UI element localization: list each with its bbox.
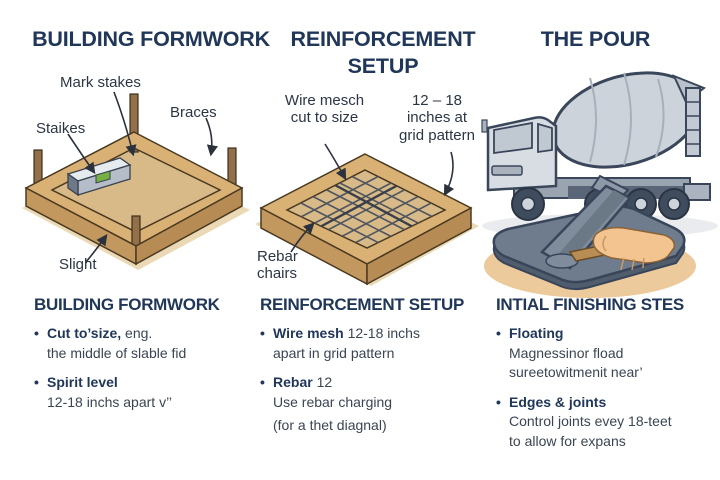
hand [592, 226, 676, 271]
bullet-dot: • [34, 374, 39, 391]
bullet-item: • Floating Magnessinor fload sureetowitm… [496, 324, 718, 383]
label-wire-mesh: Wire mesch cut to size [284, 92, 365, 127]
wall-right [135, 186, 243, 266]
arrow-grid-spacing [443, 151, 455, 197]
column-heading: REINFORCEMENT SETUP [260, 295, 464, 314]
arrow-mark-stakes [113, 91, 137, 157]
pour-panel [478, 58, 720, 308]
label-rebar-chairs: Rebar chairs [257, 248, 298, 283]
bullet-dot: • [260, 374, 265, 391]
bullet-item: • Wire mesh 12-18 inchs apart in grid pa… [260, 324, 488, 363]
wall-right [366, 206, 472, 286]
bullet-dot: • [496, 325, 501, 341]
spirit-level [66, 157, 132, 197]
panel2-title: REINFORCEMENT SETUP [290, 27, 476, 79]
reinforcement-illustration [255, 143, 479, 286]
bullet-text: Rebar 12 Use rebar charging (for a thet … [273, 374, 393, 434]
wire-mesh-grid [296, 174, 436, 246]
column-initial-finishing: INTIAL FINISHING STES • Floating Magness… [496, 295, 718, 462]
arrow-wire-mesh [324, 143, 347, 181]
pour-chute [539, 174, 632, 270]
formwork-panel: Mark stakes Braces Staikes Slight [12, 68, 252, 294]
bullet-text: Spirit level 12-18 inchs apart v’’ [47, 374, 173, 410]
column-building-formwork: BUILDING FORMWORK • Cut to’size, eng. th… [34, 295, 254, 422]
arrow-rebar-chairs [290, 222, 315, 253]
bullet-text: Edges & joints Control joints evey 18-te… [509, 393, 672, 449]
arrow-braces [205, 117, 218, 157]
pour-illustration [481, 71, 718, 298]
label-arrows [67, 91, 218, 263]
bullet-dot: • [34, 325, 39, 341]
label-stakes: Staikes [36, 120, 86, 137]
bullet-text: Wire mesh 12-18 inchs apart in grid patt… [273, 325, 420, 361]
column-heading: INTIAL FINISHING STES [496, 295, 684, 314]
label-arrows [290, 143, 455, 253]
panel3-title: THE POUR [540, 27, 651, 51]
column-heading: BUILDING FORMWORK [34, 295, 220, 314]
bullet-item: • Cut to’size, eng. the middle of slable… [34, 324, 254, 363]
label-slight: Slight [59, 256, 97, 273]
formwork-illustration [22, 91, 250, 270]
bullet-text: Cut to’size, eng. the middle of slable f… [47, 325, 187, 361]
label-grid-spacing: 12 – 18 inches at grid pattern [399, 92, 475, 144]
bullet-text: Floating Magnessinor fload sureetowitmen… [509, 325, 643, 381]
label-mark-stakes: Mark stakes [60, 74, 141, 91]
bullet-item: • Spirit level 12-18 inchs apart v’’ [34, 373, 254, 412]
label-braces: Braces [170, 104, 217, 121]
bullet-dot: • [496, 393, 501, 410]
panel1-title: BUILDING FORMWORK [32, 27, 270, 51]
arrow-stakes [67, 133, 96, 174]
column-reinforcement-setup: REINFORCEMENT SETUP • Wire mesh 12-18 in… [260, 295, 488, 446]
arrow-slight [85, 234, 108, 263]
mixer-truck [481, 71, 711, 221]
reinforcement-panel: Wire mesch cut to size 12 – 18 inches at… [255, 88, 480, 303]
bullet-dot: • [260, 325, 265, 341]
bullet-item: • Rebar 12 Use rebar charging (for a the… [260, 373, 488, 436]
bullet-item: • Edges & joints Control joints evey 18-… [496, 393, 718, 452]
